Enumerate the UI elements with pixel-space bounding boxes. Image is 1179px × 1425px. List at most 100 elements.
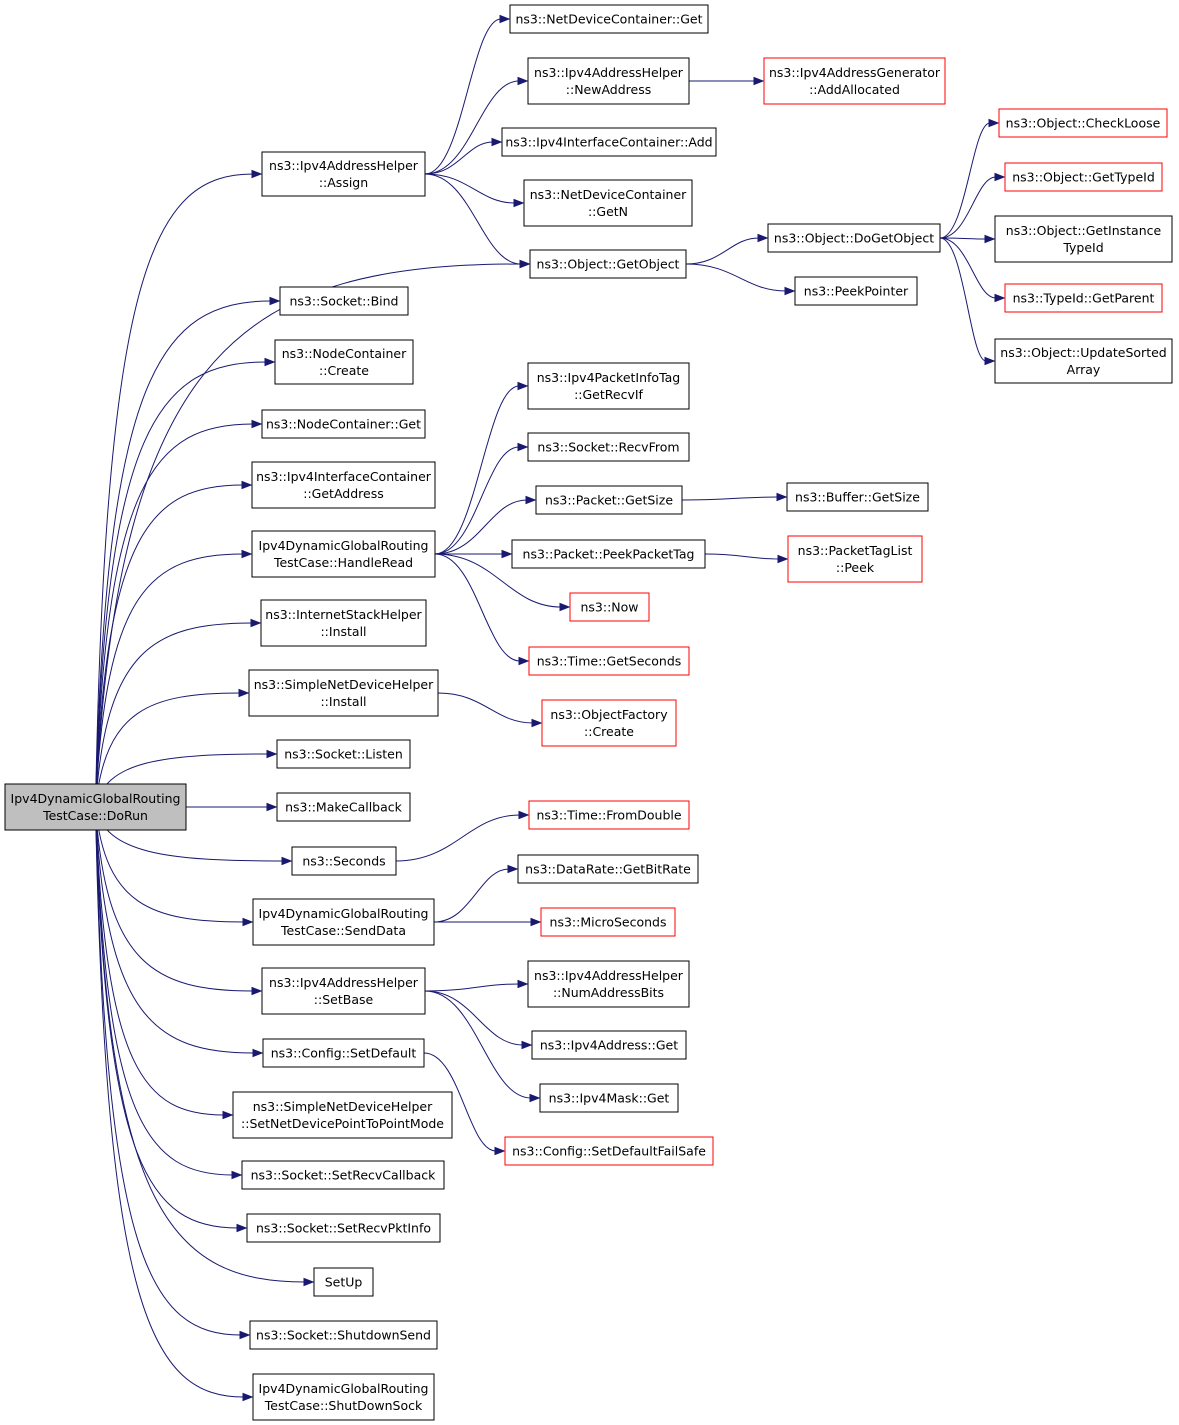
node-box[interactable] <box>767 223 941 253</box>
node-box[interactable] <box>261 409 426 439</box>
node-box[interactable] <box>261 967 426 1015</box>
node-pktinfotag-getrecvif[interactable]: ns3::Ipv4PacketInfoTag::GetRecvIf <box>527 362 690 410</box>
node-box[interactable] <box>998 108 1168 138</box>
node-box[interactable] <box>541 699 677 747</box>
node-box[interactable] <box>786 482 929 512</box>
node-box[interactable] <box>262 1038 425 1068</box>
node-box[interactable] <box>276 792 411 822</box>
node-socket-shutdownsend[interactable]: ns3::Socket::ShutdownSend <box>249 1320 438 1350</box>
node-time-fromdouble[interactable]: ns3::Time::FromDouble <box>528 800 690 830</box>
node-box[interactable] <box>251 530 436 578</box>
node-socket-recvfrom[interactable]: ns3::Socket::RecvFrom <box>527 432 690 462</box>
node-box[interactable] <box>535 485 683 515</box>
node-sndh-install[interactable]: ns3::SimpleNetDeviceHelper::Install <box>248 669 439 717</box>
node-ndc-getn[interactable]: ns3::NetDeviceContainer::GetN <box>523 179 693 227</box>
node-box[interactable] <box>527 960 690 1008</box>
node-box[interactable] <box>994 338 1173 384</box>
node-box[interactable] <box>501 127 717 157</box>
node-nodec-create[interactable]: ns3::NodeContainer::Create <box>274 339 414 385</box>
node-box[interactable] <box>1004 283 1163 313</box>
node-microseconds[interactable]: ns3::MicroSeconds <box>540 907 676 937</box>
node-obj-getobject[interactable]: ns3::Object::GetObject <box>529 249 687 279</box>
node-ipv4mask-get[interactable]: ns3::Ipv4Mask::Get <box>539 1083 679 1113</box>
node-box[interactable] <box>274 339 414 385</box>
node-socket-bind[interactable]: ns3::Socket::Bind <box>279 286 409 316</box>
node-shutdownsock[interactable]: Ipv4DynamicGlobalRoutingTestCase::ShutDo… <box>252 1373 435 1421</box>
node-ish-install[interactable]: ns3::InternetStackHelper::Install <box>260 599 427 647</box>
node-addr-assign[interactable]: ns3::Ipv4AddressHelper::Assign <box>261 151 426 197</box>
node-box[interactable] <box>528 800 690 830</box>
node-box[interactable] <box>276 739 411 769</box>
node-box[interactable] <box>241 1160 445 1190</box>
node-config-setdefault[interactable]: ns3::Config::SetDefault <box>262 1038 425 1068</box>
node-box[interactable] <box>527 57 690 105</box>
node-handleread[interactable]: Ipv4DynamicGlobalRoutingTestCase::Handle… <box>251 530 436 578</box>
node-typeid-getparent[interactable]: ns3::TypeId::GetParent <box>1004 283 1163 313</box>
node-addr-numaddressbits[interactable]: ns3::Ipv4AddressHelper::NumAddressBits <box>527 960 690 1008</box>
node-box[interactable] <box>4 783 187 831</box>
node-box[interactable] <box>531 1030 687 1060</box>
node-box[interactable] <box>763 57 946 105</box>
node-box[interactable] <box>1004 162 1163 192</box>
node-box[interactable] <box>794 276 918 306</box>
node-socket-setrecvpktinfo[interactable]: ns3::Socket::SetRecvPktInfo <box>246 1213 441 1243</box>
node-ndc-get[interactable]: ns3::NetDeviceContainer::Get <box>509 4 709 34</box>
node-socket-listen[interactable]: ns3::Socket::Listen <box>276 739 411 769</box>
node-time-getseconds[interactable]: ns3::Time::GetSeconds <box>528 646 690 676</box>
node-box[interactable] <box>252 898 435 946</box>
node-box[interactable] <box>528 646 690 676</box>
node-config-setdefaultfailsafe[interactable]: ns3::Config::SetDefaultFailSafe <box>504 1136 714 1166</box>
node-box[interactable] <box>511 539 706 569</box>
node-box[interactable] <box>313 1267 374 1297</box>
node-datarate-getbitrate[interactable]: ns3::DataRate::GetBitRate <box>517 854 699 884</box>
node-box[interactable] <box>504 1136 714 1166</box>
node-box[interactable] <box>260 599 427 647</box>
node-nodec-get[interactable]: ns3::NodeContainer::Get <box>261 409 426 439</box>
node-box[interactable] <box>787 535 923 583</box>
node-box[interactable] <box>248 669 439 717</box>
node-addr-newaddress[interactable]: ns3::Ipv4AddressHelper::NewAddress <box>527 57 690 105</box>
node-ifc-getaddress[interactable]: ns3::Ipv4InterfaceContainer::GetAddress <box>251 461 436 509</box>
node-sndh-setp2p[interactable]: ns3::SimpleNetDeviceHelper::SetNetDevice… <box>232 1091 453 1139</box>
node-makecallback[interactable]: ns3::MakeCallback <box>276 792 411 822</box>
node-now[interactable]: ns3::Now <box>569 592 650 622</box>
node-box[interactable] <box>540 907 676 937</box>
node-seconds[interactable]: ns3::Seconds <box>291 846 397 876</box>
node-addr-setbase[interactable]: ns3::Ipv4AddressHelper::SetBase <box>261 967 426 1015</box>
node-box[interactable] <box>232 1091 453 1139</box>
node-box[interactable] <box>569 592 650 622</box>
node-box[interactable] <box>251 461 436 509</box>
node-addrgen-addallocated[interactable]: ns3::Ipv4AddressGenerator::AddAllocated <box>763 57 946 105</box>
node-box[interactable] <box>527 362 690 410</box>
node-box[interactable] <box>523 179 693 227</box>
node-obj-dogetobject[interactable]: ns3::Object::DoGetObject <box>767 223 941 253</box>
node-box[interactable] <box>279 286 409 316</box>
node-ifc-add[interactable]: ns3::Ipv4InterfaceContainer::Add <box>501 127 717 157</box>
node-senddata[interactable]: Ipv4DynamicGlobalRoutingTestCase::SendDa… <box>252 898 435 946</box>
node-box[interactable] <box>529 249 687 279</box>
node-packet-getsize[interactable]: ns3::Packet::GetSize <box>535 485 683 515</box>
node-box[interactable] <box>994 215 1173 263</box>
node-box[interactable] <box>261 151 426 197</box>
node-peekpointer[interactable]: ns3::PeekPointer <box>794 276 918 306</box>
node-ipv4address-get[interactable]: ns3::Ipv4Address::Get <box>531 1030 687 1060</box>
node-packet-peekpackettag[interactable]: ns3::Packet::PeekPacketTag <box>511 539 706 569</box>
node-pkttaglist-peek[interactable]: ns3::PacketTagList::Peek <box>787 535 923 583</box>
node-objfactory-create[interactable]: ns3::ObjectFactory::Create <box>541 699 677 747</box>
node-buffer-getsize[interactable]: ns3::Buffer::GetSize <box>786 482 929 512</box>
node-obj-gettypeid[interactable]: ns3::Object::GetTypeId <box>1004 162 1163 192</box>
node-socket-setrecvcallback[interactable]: ns3::Socket::SetRecvCallback <box>241 1160 445 1190</box>
node-box[interactable] <box>246 1213 441 1243</box>
node-box[interactable] <box>527 432 690 462</box>
node-box[interactable] <box>539 1083 679 1113</box>
node-box[interactable] <box>291 846 397 876</box>
node-box[interactable] <box>252 1373 435 1421</box>
node-setup[interactable]: SetUp <box>313 1267 374 1297</box>
node-box[interactable] <box>517 854 699 884</box>
node-box[interactable] <box>249 1320 438 1350</box>
node-obj-checkloose[interactable]: ns3::Object::CheckLoose <box>998 108 1168 138</box>
node-box[interactable] <box>509 4 709 34</box>
